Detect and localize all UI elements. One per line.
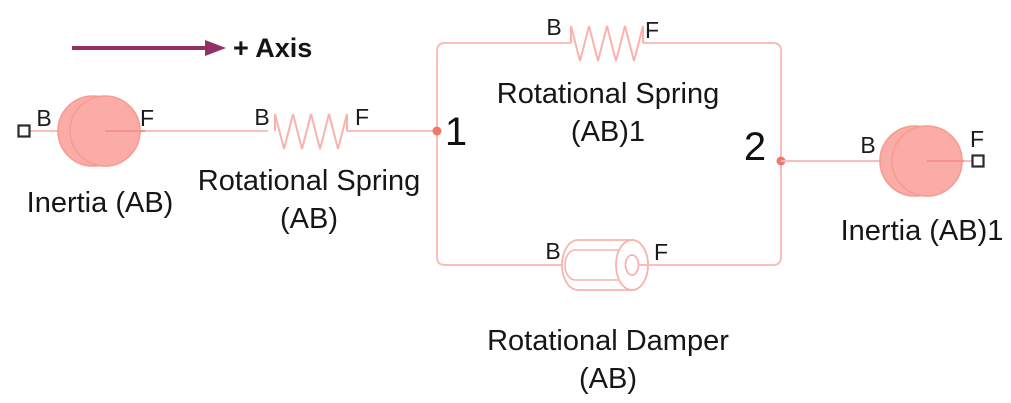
node-dot-icon[interactable] xyxy=(432,126,442,136)
port-square-b-icon[interactable] xyxy=(17,124,31,138)
axis-label: + Axis xyxy=(233,33,312,63)
wire-branch-loop[interactable] xyxy=(436,42,782,266)
connection-node-2[interactable]: 2 xyxy=(744,125,786,169)
port-label-b: B xyxy=(860,132,875,158)
block-label-rotational-spring-ab-line2: (AB) xyxy=(280,203,338,235)
port-label-f: F xyxy=(140,105,154,131)
port-label-b: B xyxy=(546,14,561,40)
axis-arrow-head-icon xyxy=(205,40,226,56)
block-label-rotational-damper-ab-line2: (AB) xyxy=(579,363,637,395)
block-rotational-spring-ab1[interactable]: B F Rotational Spring (AB)1 xyxy=(497,14,719,148)
port-label-f: F xyxy=(645,17,659,43)
block-label-rotational-damper-ab-line1: Rotational Damper xyxy=(487,325,729,357)
port-label-f: F xyxy=(970,126,984,152)
block-label-rotational-spring-ab-line1: Rotational Spring xyxy=(198,165,420,197)
damper-piston-icon xyxy=(564,249,622,281)
axis-annotation: + Axis xyxy=(72,33,312,63)
spring-coil-icon xyxy=(570,25,644,62)
port-label-b: B xyxy=(254,104,269,130)
port-label-f: F xyxy=(355,104,369,130)
connection-node-1[interactable]: 1 xyxy=(432,110,468,154)
damper-shaft-hole-icon xyxy=(624,254,640,276)
block-rotational-spring-ab[interactable]: B F Rotational Spring (AB) xyxy=(198,104,437,235)
spring-coil-icon xyxy=(274,113,348,150)
block-inertia-ab[interactable]: B F Inertia (AB) xyxy=(17,95,269,219)
block-rotational-damper-ab[interactable]: B F Rotational Damper (AB) xyxy=(487,238,729,395)
node-2-label: 2 xyxy=(744,125,766,169)
port-square-f-icon[interactable] xyxy=(971,154,985,168)
block-label-inertia-ab1: Inertia (AB)1 xyxy=(841,215,1004,247)
port-label-b: B xyxy=(36,105,51,131)
node-1-label: 1 xyxy=(445,110,467,154)
port-label-f: F xyxy=(654,239,668,265)
block-inertia-ab1[interactable]: B F Inertia (AB)1 xyxy=(841,125,1004,247)
port-label-b: B xyxy=(545,238,560,264)
block-label-rotational-spring-ab1-line1: Rotational Spring xyxy=(497,78,719,110)
block-label-inertia-ab: Inertia (AB) xyxy=(27,187,174,219)
block-label-rotational-spring-ab1-line2: (AB)1 xyxy=(571,116,645,148)
